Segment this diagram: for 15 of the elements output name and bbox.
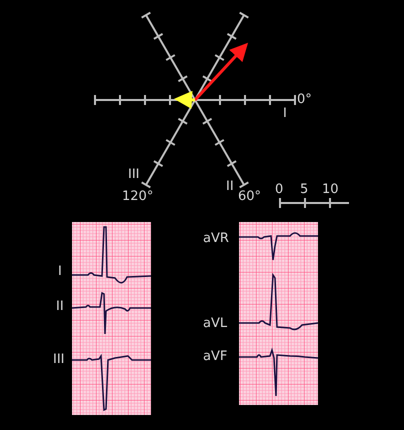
scale-label: 0 bbox=[275, 183, 284, 197]
angle-label: 0° bbox=[297, 93, 312, 107]
lead-label: aVF bbox=[203, 350, 228, 364]
lead-label: aVL bbox=[203, 317, 228, 331]
lead-label: aVR bbox=[203, 232, 229, 246]
angle-label: 60° bbox=[238, 190, 262, 204]
lead-label: II bbox=[56, 300, 64, 314]
lead-label: III bbox=[128, 168, 140, 182]
lead-label: I bbox=[58, 265, 62, 279]
lead-label: II bbox=[226, 180, 234, 194]
lead-label: I bbox=[283, 107, 287, 121]
scale-label: 5 bbox=[300, 183, 308, 197]
scale-label: 10 bbox=[322, 183, 339, 197]
angle-label: 120° bbox=[122, 190, 154, 204]
lead-label: III bbox=[53, 353, 65, 367]
